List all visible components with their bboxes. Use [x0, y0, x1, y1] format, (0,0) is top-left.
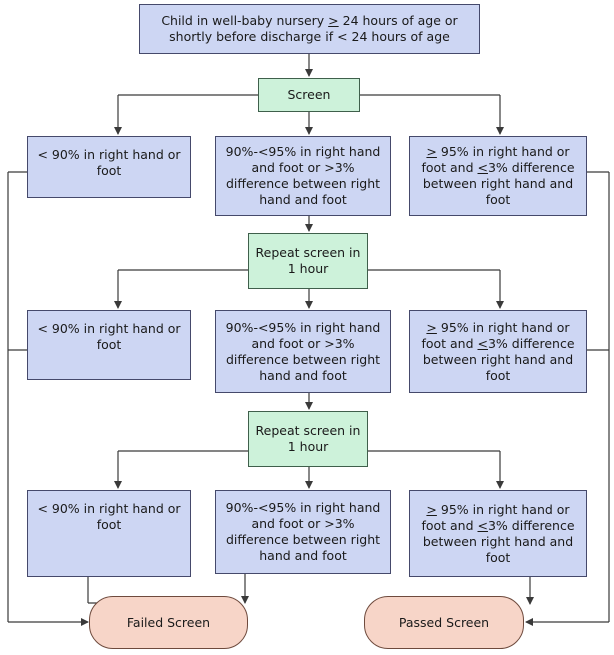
row2-middle-box: 90%-<95% in right hand and foot or >3% d… [215, 310, 391, 393]
row1-middle-box: 90%-<95% in right hand and foot or >3% d… [215, 136, 391, 216]
row3-left-box: < 90% in right hand or foot [27, 490, 191, 577]
passed-screen-terminal: Passed Screen [364, 596, 524, 649]
failed-screen-terminal: Failed Screen [89, 596, 248, 649]
row1-left-box: < 90% in right hand or foot [27, 136, 191, 198]
ge-symbol: > [426, 319, 437, 335]
row3-right-box: > 95% in right hand or foot and <3% diff… [409, 490, 587, 577]
start-line1: Child in well-baby nursery > 24 hours of… [161, 13, 458, 28]
le-symbol: < [477, 517, 488, 533]
ge-symbol: > [328, 13, 339, 28]
ge-symbol: > [426, 144, 437, 159]
repeat-screen-box-2: Repeat screen in 1 hour [248, 411, 368, 467]
row2-right-box: > 95% in right hand or foot and <3% diff… [409, 310, 587, 393]
repeat-screen-box-1: Repeat screen in 1 hour [248, 233, 368, 289]
row3-middle-box: 90%-<95% in right hand and foot or >3% d… [215, 490, 391, 574]
le-symbol: < [477, 335, 488, 351]
ge-symbol: > [426, 501, 437, 517]
le-symbol: < [477, 160, 488, 175]
screen-box: Screen [258, 78, 360, 112]
row1-right-box: > 95% in right hand or foot and <3% diff… [409, 136, 587, 216]
start-line2: shortly before discharge if < 24 hours o… [169, 29, 450, 44]
row2-left-box: < 90% in right hand or foot [27, 310, 191, 380]
start-box: Child in well-baby nursery > 24 hours of… [139, 4, 480, 54]
